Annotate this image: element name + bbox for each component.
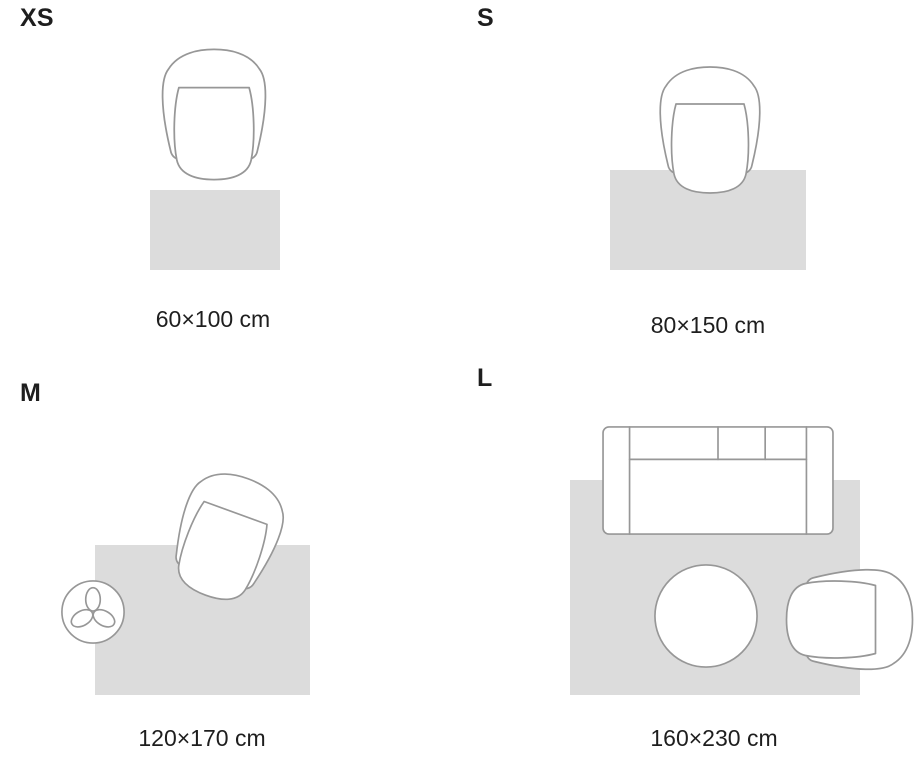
armchair-icon: [659, 66, 761, 194]
plant-icon: [61, 580, 125, 644]
size-label-m: M: [20, 379, 42, 407]
armchair-icon: [785, 568, 914, 671]
size-label-l: L: [477, 364, 493, 392]
dimension-label-s: 80×150 cm: [650, 312, 766, 338]
size-label-xs: XS: [20, 4, 54, 32]
dimension-label-xs: 60×100 cm: [155, 306, 271, 332]
dimension-label-m: 120×170 cm: [138, 725, 266, 751]
dimension-label-l: 160×230 cm: [650, 725, 778, 751]
sofa-icon: [602, 426, 834, 535]
rug-shape-xs: [150, 190, 280, 270]
round-table-icon: [654, 564, 758, 668]
armchair-icon: [175, 473, 284, 601]
armchair-icon: [161, 48, 267, 181]
size-label-s: S: [477, 4, 494, 32]
